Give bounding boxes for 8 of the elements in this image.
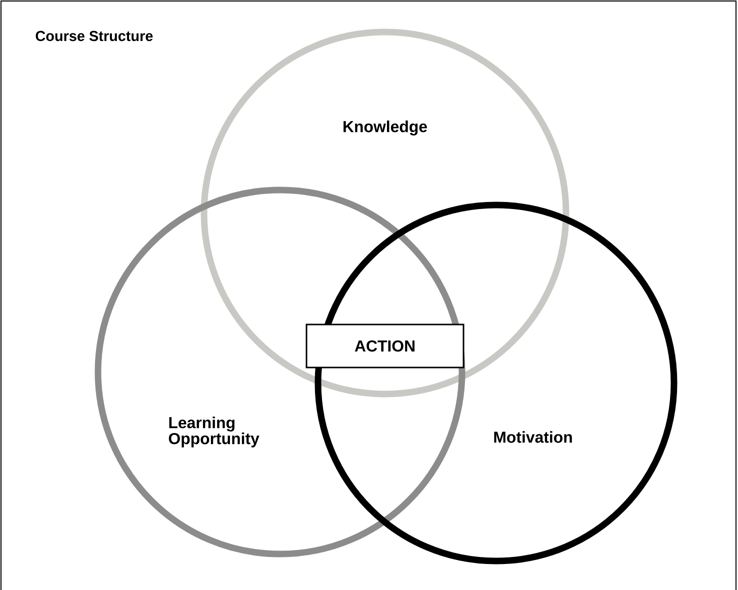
title: Course Structure — [36, 30, 153, 42]
circle-label: Motivation — [494, 431, 572, 443]
action-box: ACTION — [306, 324, 464, 368]
venn-circle — [94, 186, 466, 558]
venn-circle — [314, 202, 678, 564]
venn-circle — [200, 28, 570, 398]
circle-label: Knowledge — [344, 120, 427, 136]
circle-label: Learning Opportunity — [168, 416, 260, 448]
